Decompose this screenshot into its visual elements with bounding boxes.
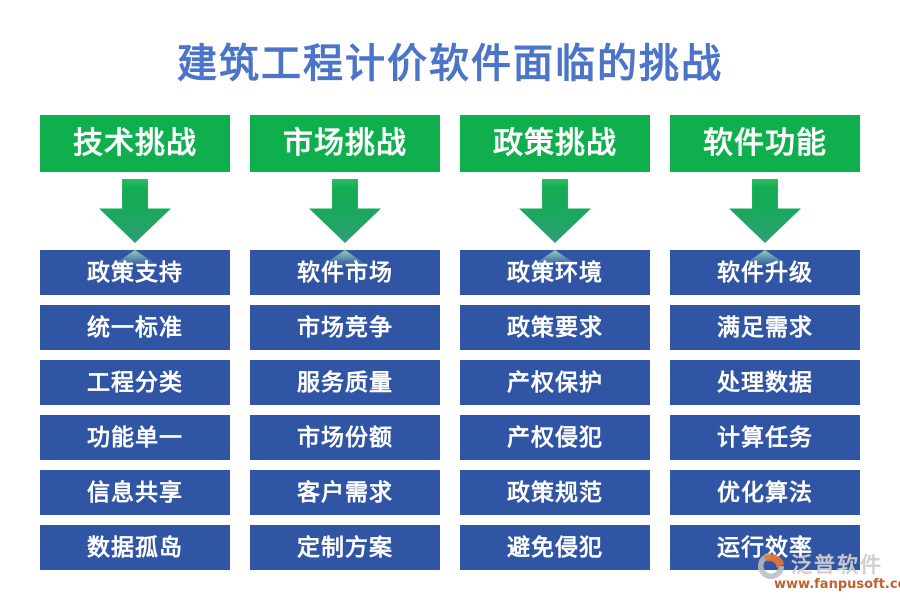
down-arrow-icon bbox=[729, 179, 801, 243]
column-header: 技术挑战 bbox=[40, 115, 230, 172]
list-item: 工程分类 bbox=[40, 360, 230, 405]
column-header: 软件功能 bbox=[670, 115, 860, 172]
list-item: 政策要求 bbox=[460, 305, 650, 350]
list-item-label: 工程分类 bbox=[87, 369, 183, 396]
list-item: 产权侵犯 bbox=[460, 415, 650, 460]
list-item-label: 信息共享 bbox=[87, 479, 183, 506]
down-arrow-icon bbox=[99, 179, 171, 243]
down-arrow-icon bbox=[519, 179, 591, 243]
list-item: 满足需求 bbox=[670, 305, 860, 350]
list-item-label: 定制方案 bbox=[297, 534, 393, 561]
watermark-url-text: www.fanpusoft.com bbox=[774, 577, 900, 592]
list-item: 软件升级 bbox=[670, 250, 860, 295]
list-item: 市场竞争 bbox=[250, 305, 440, 350]
list-item: 定制方案 bbox=[250, 525, 440, 570]
column-header: 政策挑战 bbox=[460, 115, 650, 172]
list-item: 客户需求 bbox=[250, 470, 440, 515]
list-item: 优化算法 bbox=[670, 470, 860, 515]
list-item-label: 处理数据 bbox=[717, 369, 813, 396]
list-item: 政策支持 bbox=[40, 250, 230, 295]
list-item: 计算任务 bbox=[670, 415, 860, 460]
list-item-label: 市场竞争 bbox=[297, 314, 393, 341]
list-item-label: 软件升级 bbox=[717, 259, 813, 286]
list-item-label: 服务质量 bbox=[297, 369, 393, 396]
list-item: 信息共享 bbox=[40, 470, 230, 515]
list-item-label: 政策支持 bbox=[87, 259, 183, 286]
list-item-label: 统一标准 bbox=[87, 314, 183, 341]
column-software-functions: 软件功能 软件升级 满足需求 处理数据 计算任务 优化算法 运行效率 bbox=[670, 0, 860, 600]
list-item: 产权保护 bbox=[460, 360, 650, 405]
list-item: 政策规范 bbox=[460, 470, 650, 515]
list-item: 运行效率 bbox=[670, 525, 860, 570]
list-item-label: 政策环境 bbox=[507, 259, 603, 286]
down-arrow-icon bbox=[309, 179, 381, 243]
list-item: 政策环境 bbox=[460, 250, 650, 295]
watermark-brand-text: 泛普软件 bbox=[791, 553, 883, 577]
list-item: 服务质量 bbox=[250, 360, 440, 405]
list-item: 功能单一 bbox=[40, 415, 230, 460]
list-item-label: 市场份额 bbox=[297, 424, 393, 451]
list-item: 软件市场 bbox=[250, 250, 440, 295]
list-item-label: 避免侵犯 bbox=[507, 534, 603, 561]
list-item-label: 数据孤岛 bbox=[87, 534, 183, 561]
list-item: 数据孤岛 bbox=[40, 525, 230, 570]
list-item-label: 功能单一 bbox=[87, 424, 183, 451]
list-item-label: 产权保护 bbox=[507, 369, 603, 396]
list-item-label: 软件市场 bbox=[297, 259, 393, 286]
list-item: 处理数据 bbox=[670, 360, 860, 405]
fanpu-watermark: 泛普软件 www.fanpusoft.com bbox=[752, 548, 900, 598]
column-policy-challenges: 政策挑战 政策环境 政策要求 产权保护 产权侵犯 政策规范 避免侵犯 bbox=[460, 0, 650, 600]
list-item: 市场份额 bbox=[250, 415, 440, 460]
list-item-label: 政策要求 bbox=[507, 314, 603, 341]
column-header: 市场挑战 bbox=[250, 115, 440, 172]
fanpu-logo-icon bbox=[757, 552, 785, 580]
list-item-label: 计算任务 bbox=[717, 424, 813, 451]
list-item-label: 客户需求 bbox=[297, 479, 393, 506]
list-item: 统一标准 bbox=[40, 305, 230, 350]
list-item-label: 满足需求 bbox=[717, 314, 813, 341]
page-title: 建筑工程计价软件面临的挑战 bbox=[177, 40, 723, 87]
list-item-label: 政策规范 bbox=[507, 479, 603, 506]
column-market-challenges: 市场挑战 软件市场 市场竞争 服务质量 市场份额 客户需求 定制方案 bbox=[250, 0, 440, 600]
list-item: 避免侵犯 bbox=[460, 525, 650, 570]
list-item-label: 产权侵犯 bbox=[507, 424, 603, 451]
column-technical-challenges: 技术挑战 政策支持 统一标准 工程分类 功能单一 信息共享 数据孤岛 bbox=[40, 0, 230, 600]
list-item-label: 优化算法 bbox=[717, 479, 813, 506]
